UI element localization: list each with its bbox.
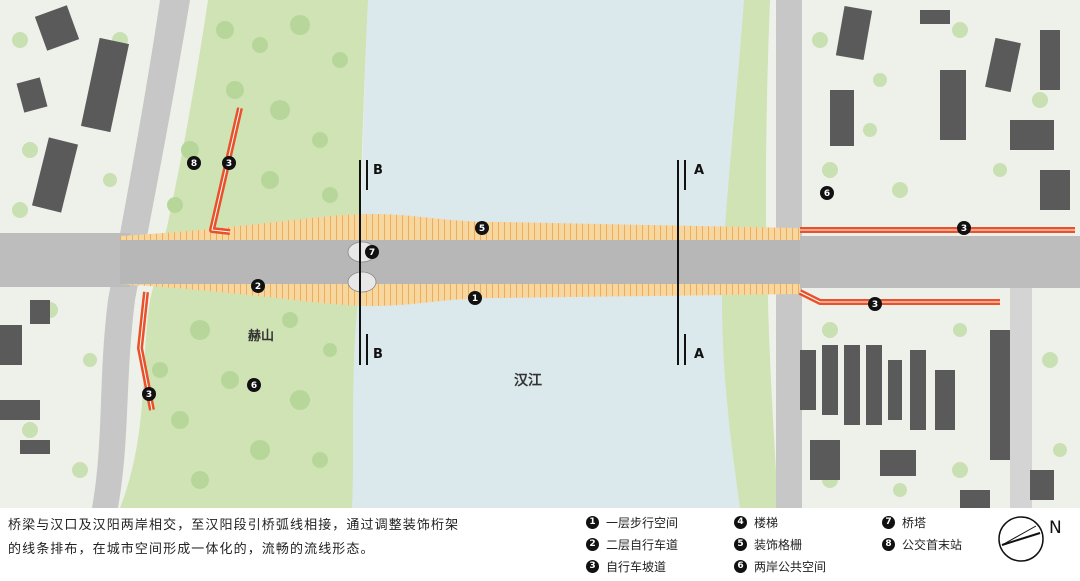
trees-west: [152, 15, 348, 489]
legend-num-3: 3: [586, 559, 599, 573]
section-line-b: [359, 160, 368, 365]
marker-3-west-south: 3: [142, 387, 156, 401]
svg-text:2: 2: [255, 282, 261, 292]
bridge-tower-base: [347, 271, 377, 293]
svg-text:6: 6: [824, 189, 830, 199]
legend-area: 桥梁与汉口及汉阳两岸相交，至汉阳段引桥弧线相接，通过调整装饰桁架 的线条排布，在…: [0, 508, 1080, 581]
svg-text:8: 8: [191, 159, 197, 169]
river-label-hanjiang: 汉江: [514, 372, 542, 389]
legend-label-5: 装饰格栅: [754, 537, 803, 552]
legend-num-4: 4: [734, 515, 747, 529]
buildings-east: [800, 5, 1070, 508]
marker-1: 1: [468, 291, 482, 305]
legend-item-8: 8 公交首末站: [882, 534, 962, 554]
east-approach-road: [800, 236, 1080, 288]
marker-2: 2: [251, 279, 265, 293]
legend-label-7: 桥塔: [902, 515, 927, 530]
site-plan-map: B B A A 汉江 赫山 1 2 3 3 3 3 5 6 6 7 8: [0, 0, 1080, 508]
buildings-west: [0, 5, 130, 454]
legend-num-5: 5: [734, 537, 747, 551]
svg-text:3: 3: [226, 159, 232, 169]
legend-item-4: 4 楼梯: [734, 512, 778, 532]
marker-5: 5: [475, 221, 489, 235]
svg-text:7: 7: [369, 248, 375, 258]
map-markers: 1 2 3 3 3 3 5 6 6 7 8: [142, 156, 971, 401]
legend-label-3: 自行车坡道: [606, 559, 667, 574]
legend-label-1: 一层步行空间: [606, 515, 679, 530]
caption-line-2: 的线条排布，在城市空间形成一体化的，流畅的流线形态。: [8, 542, 375, 557]
legend-item-5: 5 装饰格栅: [734, 534, 802, 554]
bridge-deck: [120, 240, 800, 284]
section-label-a-bottom: A: [694, 347, 704, 362]
section-line-a: [677, 160, 686, 365]
legend-item-6: 6 两岸公共空间: [734, 556, 826, 576]
legend-num-1: 1: [586, 515, 599, 529]
section-label-b-bottom: B: [373, 347, 383, 362]
marker-6-west: 6: [247, 378, 261, 392]
legend-item-2: 2 二层自行车道: [586, 534, 678, 554]
legend-num-7: 7: [882, 515, 895, 529]
caption-line-1: 桥梁与汉口及汉阳两岸相交，至汉阳段引桥弧线相接，通过调整装饰桁架: [8, 518, 460, 533]
legend-item-1: 1 一层步行空间: [586, 512, 678, 532]
section-label-a-top: A: [694, 163, 704, 178]
marker-6-east: 6: [820, 186, 834, 200]
east-road-2: [1010, 280, 1032, 508]
marker-3-east-south: 3: [868, 297, 882, 311]
legend-label-8: 公交首末站: [902, 537, 963, 552]
svg-text:3: 3: [961, 224, 967, 234]
park-label-heshan: 赫山: [248, 328, 274, 344]
legend-num-8: 8: [882, 537, 895, 551]
legend-label-6: 两岸公共空间: [754, 559, 827, 574]
legend-item-3: 3 自行车坡道: [586, 556, 666, 576]
north-arrow-icon: [998, 516, 1044, 562]
legend-item-7: 7 桥塔: [882, 512, 926, 532]
bridge-truss-north: [120, 214, 800, 240]
marker-7: 7: [365, 245, 379, 259]
legend-label-2: 二层自行车道: [606, 537, 679, 552]
svg-text:5: 5: [479, 224, 485, 234]
north-label: N: [1049, 518, 1062, 538]
marker-3-east-north: 3: [957, 221, 971, 235]
trees-east: [812, 22, 1067, 497]
svg-text:6: 6: [251, 381, 257, 391]
svg-text:3: 3: [146, 390, 152, 400]
legend-label-4: 楼梯: [754, 515, 779, 530]
caption: 桥梁与汉口及汉阳两岸相交，至汉阳段引桥弧线相接，通过调整装饰桁架 的线条排布，在…: [8, 514, 548, 562]
marker-8: 8: [187, 156, 201, 170]
legend-num-2: 2: [586, 537, 599, 551]
svg-text:1: 1: [472, 294, 478, 304]
bridge-truss-south: [120, 282, 800, 306]
svg-text:3: 3: [872, 300, 878, 310]
legend-num-6: 6: [734, 559, 747, 573]
west-approach-road: [0, 233, 130, 287]
marker-3-west-north: 3: [222, 156, 236, 170]
section-label-b-top: B: [373, 163, 383, 178]
